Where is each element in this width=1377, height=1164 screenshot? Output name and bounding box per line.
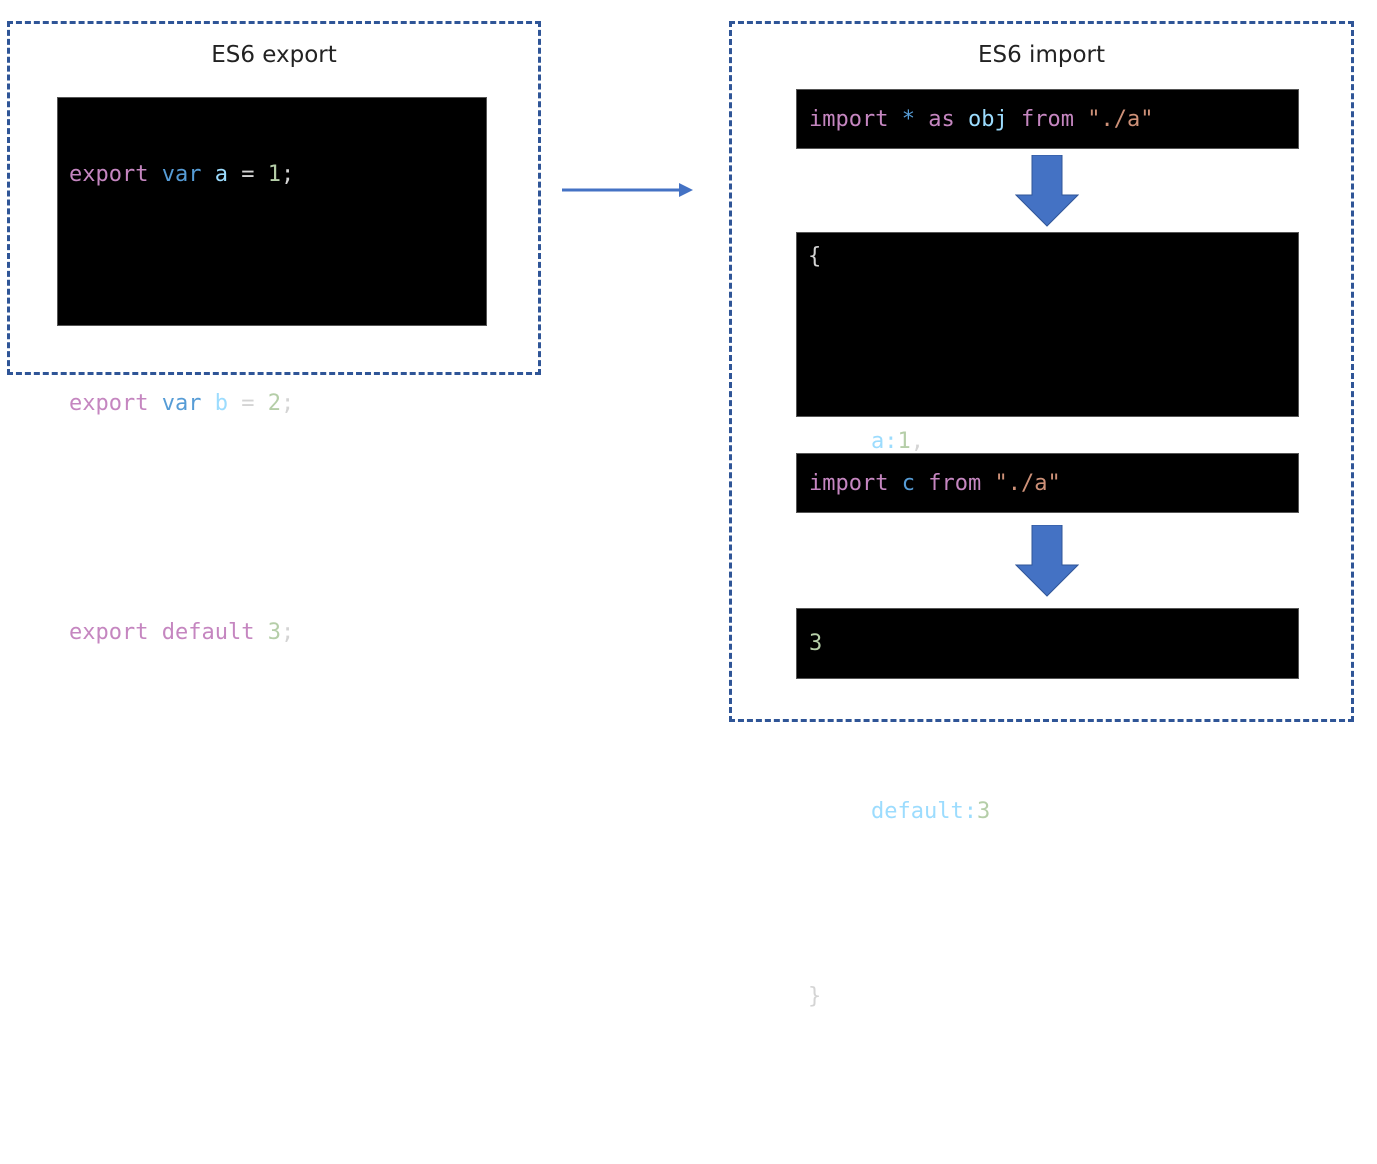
object-entry-a: a:1, [871, 429, 924, 454]
export-code-block: export var a = 1; export var b = 2; export… [57, 97, 487, 645]
import-panel: ES6 import [729, 21, 1354, 722]
export-panel-title: ES6 export [211, 42, 337, 68]
default-result-code: 3 [796, 608, 1299, 679]
import-default-code: import c from "./a" [796, 453, 1299, 513]
export-line-a: export var a = 1; [69, 162, 295, 187]
export-panel: ES6 export [7, 21, 541, 375]
object-open-brace: { [808, 244, 822, 269]
down-arrow-icon [1015, 525, 1079, 597]
namespace-object-code: {a:1,b:2,default:3} [796, 232, 1299, 1009]
object-entry-default: default:3 [871, 799, 991, 824]
default-result-value: 3 [809, 631, 823, 656]
down-arrow-icon [1015, 155, 1079, 227]
export-to-import-arrow [562, 183, 693, 197]
import-namespace-code: import * as obj from "./a" [796, 89, 1299, 149]
import-panel-title: ES6 import [977, 42, 1106, 68]
export-line-default: export default 3; [69, 620, 295, 645]
export-line-b: export var b = 2; [69, 391, 295, 416]
object-close-brace: } [808, 984, 822, 1009]
